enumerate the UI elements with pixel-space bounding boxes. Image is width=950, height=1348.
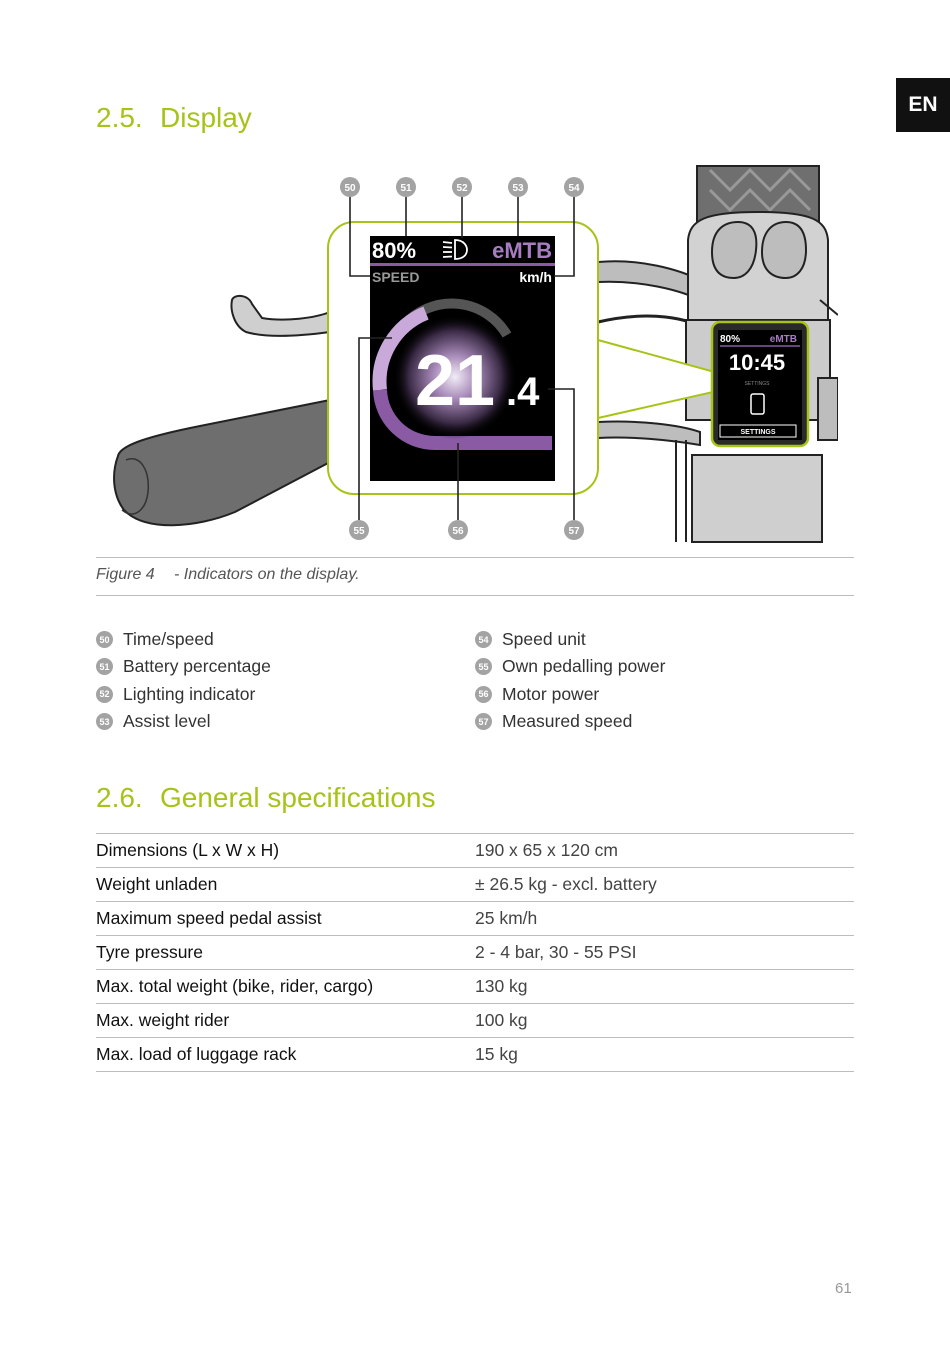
legend-label: Speed unit: [502, 629, 586, 650]
legend-label: Time/speed: [123, 629, 214, 650]
spec-key: Maximum speed pedal assist: [96, 901, 475, 936]
legend-right: 54 Speed unit 55 Own pedalling power 56 Mot…: [475, 626, 665, 735]
section-number: 2.6.: [96, 782, 143, 813]
svg-text:52: 52: [456, 183, 468, 194]
caption-text: - Indicators on the display.: [174, 566, 360, 583]
speed-unit: km/h: [519, 269, 552, 285]
svg-text:50: 50: [344, 183, 356, 194]
caption-rule-top: [96, 557, 854, 558]
speed-label: SPEED: [372, 269, 419, 285]
svg-text:57: 57: [568, 526, 580, 537]
legend-item: 51 Battery percentage: [96, 653, 271, 680]
legend-badge: 51: [96, 658, 113, 676]
language-tab: EN: [896, 78, 950, 132]
display-figure: 80% eMTB 10:45 SETTINGS SETTINGS 80% eMT…: [113, 165, 838, 543]
legend-item: 54 Speed unit: [475, 626, 665, 653]
callout-52: 52: [452, 177, 472, 197]
display-section-title: 2.5. Display: [96, 102, 252, 134]
table-row: Max. total weight (bike, rider, cargo)13…: [96, 969, 854, 1004]
legend-label: Motor power: [502, 683, 600, 704]
caption-label: Figure 4: [96, 566, 155, 583]
small-display-device: 80% eMTB 10:45 SETTINGS SETTINGS: [710, 320, 810, 448]
callout-51: 51: [396, 177, 416, 197]
legend-label: Battery percentage: [123, 656, 271, 677]
legend-item: 53 Assist level: [96, 708, 271, 735]
spec-value: 190 x 65 x 120 cm: [475, 833, 854, 868]
small-time: 10:45: [729, 350, 785, 375]
assist-level: eMTB: [492, 238, 552, 263]
battery-percentage: 80%: [372, 238, 416, 263]
svg-text:53: 53: [512, 183, 524, 194]
svg-text:55: 55: [353, 526, 365, 537]
spec-key: Tyre pressure: [96, 935, 475, 970]
spec-key: Weight unladen: [96, 867, 475, 902]
spec-key: Max. weight rider: [96, 1003, 475, 1038]
figure-caption: Figure 4 - Indicators on the display.: [96, 566, 360, 584]
spec-value: 2 - 4 bar, 30 - 55 PSI: [475, 935, 854, 970]
small-label: SETTINGS: [744, 381, 770, 387]
legend-left: 50 Time/speed 51 Battery percentage 52 Ligh…: [96, 626, 271, 735]
legend-item: 50 Time/speed: [96, 626, 271, 653]
section-title-text: Display: [160, 102, 252, 133]
legend-item: 52 Lighting indicator: [96, 681, 271, 708]
spec-value: 25 km/h: [475, 901, 854, 936]
legend-label: Assist level: [123, 711, 211, 732]
callout-54: 54: [564, 177, 584, 197]
legend-badge: 52: [96, 685, 113, 703]
spec-value: 15 kg: [475, 1037, 854, 1072]
legend-item: 57 Measured speed: [475, 708, 665, 735]
callout-leaders: [349, 197, 575, 520]
callout-56: 56: [448, 520, 468, 540]
caption-rule-bottom: [96, 595, 854, 596]
large-display: 80% eMTB SPEED km/h 21 .4: [327, 221, 599, 495]
phone-icon: [750, 393, 765, 415]
legend-label: Lighting indicator: [123, 683, 256, 704]
legend-item: 56 Motor power: [475, 681, 665, 708]
legend-label: Measured speed: [502, 711, 633, 732]
spec-value: 100 kg: [475, 1003, 854, 1038]
own-power-arc: [372, 306, 429, 391]
page-number: 61: [835, 1280, 852, 1297]
spec-key: Max. load of luggage rack: [96, 1037, 475, 1072]
svg-text:51: 51: [400, 183, 412, 194]
spec-value: 130 kg: [475, 969, 854, 1004]
legend-item: 55 Own pedalling power: [475, 653, 665, 680]
legend-badge: 50: [96, 631, 113, 649]
specs-table: Dimensions (L x W x H)190 x 65 x 120 cm …: [96, 833, 854, 1072]
speed-decimal: .4: [506, 370, 540, 414]
spec-key: Max. total weight (bike, rider, cargo): [96, 969, 475, 1004]
small-battery: 80%: [720, 334, 740, 345]
legend-badge: 55: [475, 658, 492, 676]
spec-key: Dimensions (L x W x H): [96, 833, 475, 868]
section-title-text: General specifications: [160, 782, 436, 813]
legend-badge: 57: [475, 713, 492, 731]
specs-section-title: 2.6. General specifications: [96, 782, 435, 814]
legend-label: Own pedalling power: [502, 656, 666, 677]
callout-50: 50: [340, 177, 360, 197]
small-mode: eMTB: [770, 334, 797, 345]
table-row: Dimensions (L x W x H)190 x 65 x 120 cm: [96, 833, 854, 868]
lighting-icon: [442, 239, 468, 260]
svg-text:56: 56: [452, 526, 464, 537]
legend-badge: 53: [96, 713, 113, 731]
svg-text:54: 54: [568, 183, 580, 194]
legend-badge: 54: [475, 631, 492, 649]
section-number: 2.5.: [96, 102, 143, 133]
callout-53: 53: [508, 177, 528, 197]
small-settings-button: SETTINGS: [740, 429, 775, 436]
handlebar-illustration: [113, 260, 706, 527]
speed-value: 21: [415, 341, 495, 421]
spec-value: ± 26.5 kg - excl. battery: [475, 867, 854, 902]
callout-55: 55: [349, 520, 369, 540]
table-row: Weight unladen± 26.5 kg - excl. battery: [96, 867, 854, 902]
legend-badge: 56: [475, 685, 492, 703]
callout-57: 57: [564, 520, 584, 540]
motor-power-arc: [373, 389, 552, 450]
